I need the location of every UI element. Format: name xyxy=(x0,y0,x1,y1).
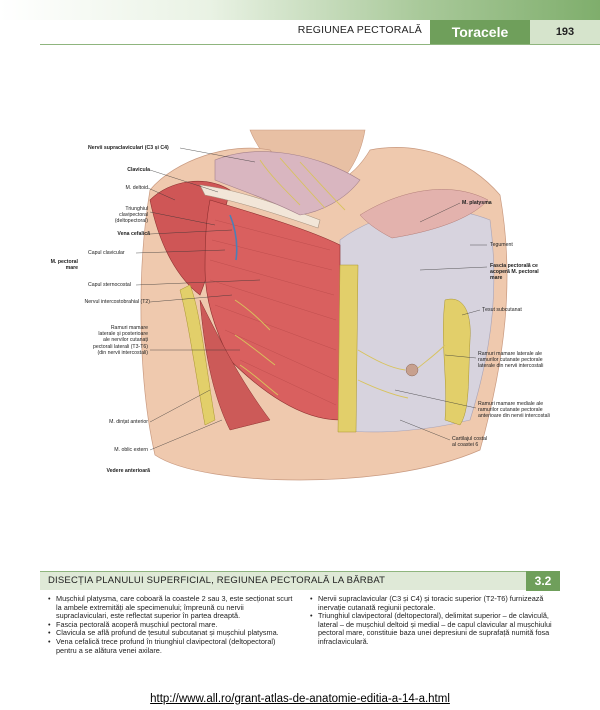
right-fat-strip xyxy=(443,298,471,426)
page-header: REGIUNEA PECTORALĂ Toracele 193 xyxy=(0,20,600,44)
bullet-column-left: Mușchiul platysma, care coboară la coast… xyxy=(48,594,294,655)
label-subcutaneous-tissue: Țesut subcutanat xyxy=(482,307,522,313)
clavicle xyxy=(199,184,321,229)
pectoral-dissection-illustration xyxy=(135,129,508,481)
anatomy-figure: Nervii supraclaviculari (C3 și C4) Clavi… xyxy=(0,120,600,520)
chapter-tab: Toracele xyxy=(430,20,530,44)
label-intercostobrachial-nerve: Nervul intercostobrahial (T2) xyxy=(84,299,150,305)
bullet-item: Vena cefalică trece profund în triunghiu… xyxy=(48,637,294,655)
label-costal-cartilage: Cartilajul costal al coastei 6 xyxy=(452,436,488,449)
label-skin: Tegument xyxy=(490,242,513,248)
label-lateral-mammary-rami: Ramuri mamare laterale ale ramurilor cut… xyxy=(478,351,544,370)
leader-lines xyxy=(135,147,488,451)
label-platysma: M. platysma xyxy=(462,200,492,206)
cephalic-vein xyxy=(229,214,238,261)
serratus-anterior-muscle xyxy=(199,299,271,431)
bullet-item: Fascia pectorală acoperă mușchiul pector… xyxy=(48,620,294,630)
header-rule xyxy=(40,44,600,45)
bullet-item: Nervii supraclavicular (C3 și C4) și tor… xyxy=(310,594,556,612)
label-external-oblique: M. oblic extern xyxy=(114,447,148,453)
platysma-flap xyxy=(359,189,489,239)
label-sternocostal-head: Capul sternocostal xyxy=(88,282,131,288)
label-anterior-view: Vedere anterioară xyxy=(106,468,150,474)
bullet-item: Clavicula se află profund de țesutul sub… xyxy=(48,629,294,638)
bullet-item: Mușchiul platysma, care coboară la coast… xyxy=(48,594,294,621)
sternal-fat-strip xyxy=(337,264,359,433)
label-pectoral-fascia: Fascia pectorală ce acoperă M. pectoral … xyxy=(490,263,539,282)
bullet-item: Triunghiul clavipectoral (deltopectoral)… xyxy=(310,611,556,646)
figure-number: 3.2 xyxy=(526,571,560,591)
section-title: REGIUNEA PECTORALĂ xyxy=(297,24,422,36)
label-clavicle: Clavicula xyxy=(127,167,150,173)
label-pectoralis-major: M. pectoral mare xyxy=(50,259,78,272)
label-lateral-mammary-branches: Ramuri mamare laterale și posterioare al… xyxy=(92,325,148,356)
nipple xyxy=(405,363,419,377)
left-fat-strip xyxy=(179,284,216,426)
label-clavicular-head: Capul clavicular xyxy=(88,250,125,256)
pectoral-fascia xyxy=(339,209,495,433)
footer-link[interactable]: http://www.all.ro/grant-atlas-de-anatomi… xyxy=(150,693,450,705)
label-deltoid: M. deltoid xyxy=(125,185,149,191)
label-supraclavicular-nerves: Nervii supraclaviculari (C3 și C4) xyxy=(88,145,169,151)
label-medial-mammary-rami: Ramuri mamare mediale ale ramurilor cuta… xyxy=(478,401,550,420)
page-number: 193 xyxy=(530,20,600,44)
cutaneous-nerves xyxy=(234,157,446,399)
label-serratus-anterior: M. dințat anterior xyxy=(109,419,148,425)
reflected-skin-flap xyxy=(214,151,361,216)
top-color-band xyxy=(0,0,600,20)
pectoralis-major-muscle xyxy=(204,199,341,421)
bullet-column-right: Nervii supraclavicular (C3 și C4) și tor… xyxy=(310,594,556,647)
figure-caption-bar: DISECȚIA PLANULUI SUPERFICIAL, REGIUNEA … xyxy=(40,571,560,591)
label-cephalic-vein: Vena cefalică xyxy=(117,231,150,237)
caption-title: DISECȚIA PLANULUI SUPERFICIAL, REGIUNEA … xyxy=(48,575,386,586)
label-clavipectoral-triangle: Triunghiul clavipectoral (deltopectoral) xyxy=(114,206,148,225)
